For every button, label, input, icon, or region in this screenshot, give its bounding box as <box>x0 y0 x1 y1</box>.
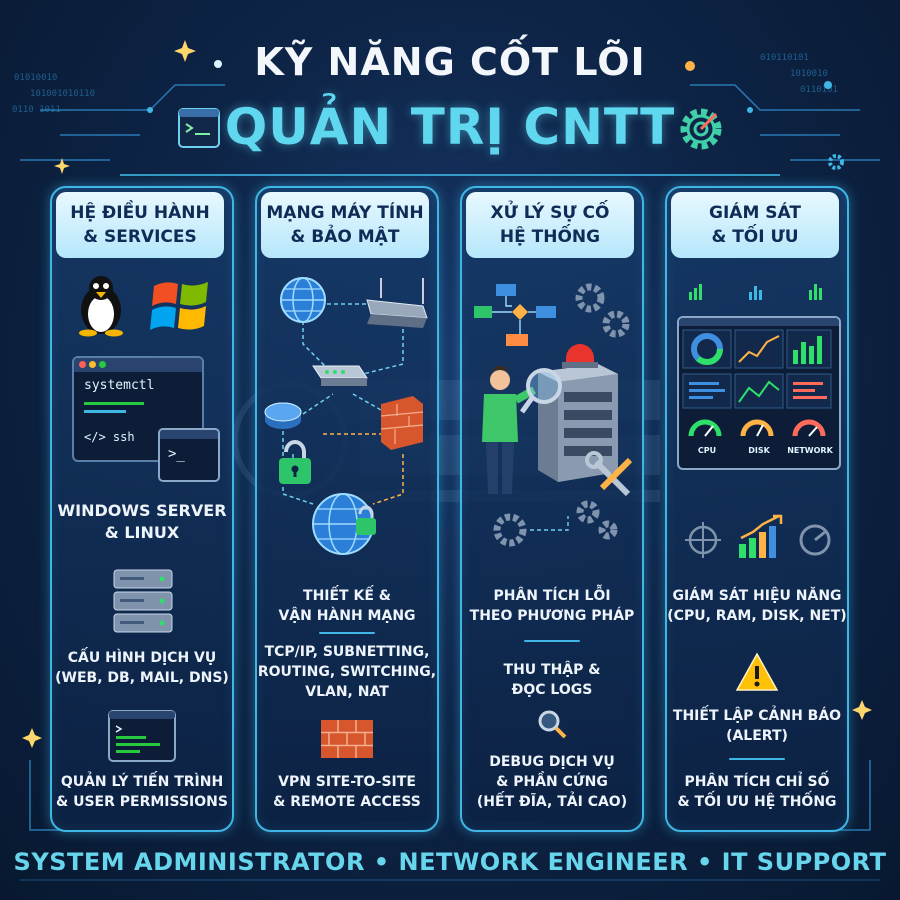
terminal-command: </> ssh <box>84 430 135 444</box>
gear-icon <box>828 154 844 170</box>
skill-label: TCP/IP, SUBNETTING,ROUTING, SWITCHING,VL… <box>257 644 437 700</box>
column-monitoring: GIÁM SÁT & TỐI ƯU <box>665 186 849 832</box>
gears-icon <box>493 500 618 547</box>
column-header: XỬ LÝ SỰ CỐ HỆ THỐNG <box>466 192 634 258</box>
code-window-icon <box>108 710 176 762</box>
skill-label: THU THẬP &ĐỌC LOGS <box>503 662 601 698</box>
skill-label: VPN SITE-TO-SITE& REMOTE ACCESS <box>273 774 421 810</box>
firewall-icon <box>380 396 424 450</box>
skill-label: THIẾT LẬP CẢNH BÁO(ALERT) <box>672 708 842 744</box>
gears-icon <box>575 283 630 338</box>
skill-label: WINDOWS SERVER& LINUX <box>57 501 227 542</box>
column-header: MẠNG MÁY TÍNH & BẢO MẬT <box>261 192 429 258</box>
divider <box>729 758 785 760</box>
gauge-label-cpu: CPU <box>697 446 717 455</box>
search-icon <box>538 710 567 739</box>
firewall-brick-icon <box>321 720 373 758</box>
page-subtitle: QUẢN TRỊ CNTT <box>224 98 676 156</box>
column-header-line: & SERVICES <box>83 227 197 247</box>
prompt-symbol: >_ <box>168 446 185 462</box>
dashboard-charts <box>682 329 832 437</box>
tools-icon <box>585 451 633 497</box>
linux-penguin-icon <box>79 276 123 337</box>
switch-icon <box>312 365 368 386</box>
footer-roles: SYSTEM ADMINISTRATOR • NETWORK ENGINEER … <box>13 848 887 876</box>
skill-label: DEBUG DỊCH VỤ& PHẦN CỨNG(HẾT ĐĨA, TẢI CA… <box>476 754 628 810</box>
column-header-line: & TỐI ƯU <box>711 227 799 247</box>
router-round-icon <box>264 402 302 429</box>
column-os-services: HỆ ĐIỀU HÀNH & SERVICES systemctl </> ssh… <box>50 186 234 832</box>
trend-up-icon <box>739 514 783 558</box>
warning-icon <box>735 652 779 691</box>
prompt-window: >_ <box>158 428 220 482</box>
column-header-line: HỆ ĐIỀU HÀNH <box>70 203 210 223</box>
svg-text:0110101: 0110101 <box>800 85 838 95</box>
speed-gauge-icon <box>799 524 831 556</box>
column-header-line: MẠNG MÁY TÍNH <box>266 203 424 223</box>
column-header: GIÁM SÁT & TỐI ƯU <box>671 192 839 258</box>
column-header-line: & BẢO MẬT <box>290 227 400 247</box>
skill-label: CẤU HÌNH DỊCH VỤ(WEB, DB, MAIL, DNS) <box>55 650 229 686</box>
network-diagram <box>264 277 428 555</box>
windows-logo-icon <box>150 282 208 330</box>
column-network-security: MẠNG MÁY TÍNH & BẢO MẬT <box>255 186 439 832</box>
column-header: HỆ ĐIỀU HÀNH & SERVICES <box>56 192 224 258</box>
globe-icon <box>280 277 326 323</box>
server-alarm-icon <box>538 344 618 482</box>
signal-icons <box>689 284 822 300</box>
divider <box>319 632 375 634</box>
column-header-line: XỬ LÝ SỰ CỐ <box>490 203 610 223</box>
page-title: KỸ NĂNG CỐT LÕI <box>254 40 646 84</box>
gauge-icon <box>688 419 722 437</box>
gauge-label-disk: DISK <box>748 446 770 455</box>
skill-label: QUẢN LÝ TIẾN TRÌNH& USER PERMISSIONS <box>56 774 228 810</box>
column-troubleshooting: XỬ LÝ SỰ CỐ HỆ THỐNG <box>460 186 644 832</box>
troubleshoot-illustration <box>474 283 633 547</box>
gauge-label-network: NETWORK <box>787 446 833 455</box>
gauge-icon <box>792 419 826 437</box>
flowchart-icon <box>474 284 556 346</box>
column-header-line: HỆ THỐNG <box>499 227 601 247</box>
monitoring-dashboard: CPU DISK NETWORK <box>677 316 841 470</box>
skill-label: PHÂN TÍCH CHỈ SỐ& TỐI ƯU HỆ THỐNG <box>677 774 837 810</box>
gauge-icon <box>740 419 774 437</box>
terminal-command: systemctl <box>84 378 155 393</box>
column-header-line: GIÁM SÁT <box>709 203 801 223</box>
router-icon <box>366 278 428 328</box>
gear-target-icon <box>680 108 722 150</box>
crosshair-icon <box>685 522 721 558</box>
terminal-icon <box>178 108 220 148</box>
technician-icon <box>482 365 536 494</box>
server-stack-icon <box>113 569 173 633</box>
globe-lock-icon <box>312 493 376 555</box>
padlock-icon <box>279 440 311 484</box>
divider <box>524 640 580 642</box>
skill-label: GIÁM SÁT HIỆU NĂNG(CPU, RAM, DISK, NET) <box>667 588 847 624</box>
magnifier-icon <box>519 368 562 414</box>
skill-label: THIẾT KẾ &VẬN HÀNH MẠNG <box>278 588 416 624</box>
